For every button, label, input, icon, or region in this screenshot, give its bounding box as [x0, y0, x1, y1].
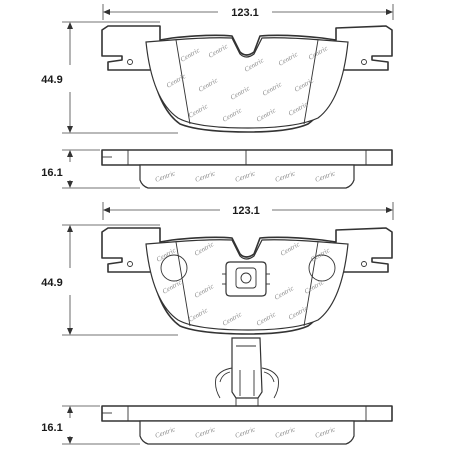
bottom-width-label: 123.1 — [232, 205, 260, 217]
top-width-label: 123.1 — [231, 7, 259, 19]
bottom-pad-dimension-height: 44.9 — [41, 224, 178, 336]
top-pad-dimension-thickness: 16.1 — [41, 149, 140, 189]
bottom-height-label: 44.9 — [41, 277, 62, 289]
bottom-thickness-label: 16.1 — [41, 422, 62, 434]
bottom-pad-dimension-width: 123.1 — [102, 202, 394, 220]
top-brake-pad-side — [101, 149, 393, 189]
bottom-brake-pad-side — [101, 405, 393, 445]
bottom-brake-pad-front — [101, 227, 393, 335]
top-brake-pad-front — [101, 25, 393, 133]
top-height-label: 44.9 — [41, 74, 62, 86]
top-pad-dimension-width: 123.1 — [102, 4, 394, 20]
wear-sensor-clip-side — [215, 337, 279, 407]
top-pad-dimension-height: 44.9 — [41, 21, 178, 134]
top-thickness-label: 16.1 — [41, 167, 62, 179]
bottom-pad-dimension-thickness: 16.1 — [41, 405, 140, 445]
